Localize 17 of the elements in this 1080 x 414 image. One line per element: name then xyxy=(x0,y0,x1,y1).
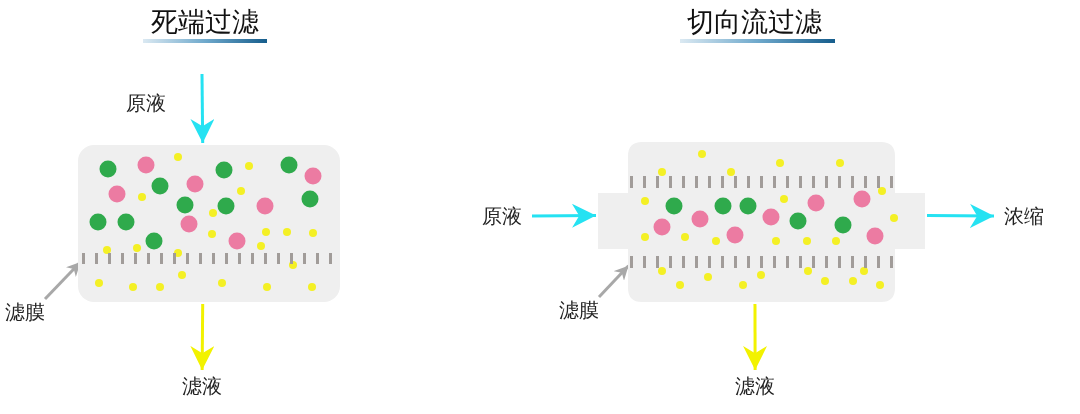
text-label: 滤液 xyxy=(730,373,780,399)
text-label: 滤液 xyxy=(177,373,227,399)
filter-vessel xyxy=(78,145,340,302)
text-label: 滤膜 xyxy=(554,297,604,323)
flow-arrow xyxy=(190,74,215,143)
text-label: 原液 xyxy=(476,203,528,229)
flow-arrow xyxy=(927,203,994,228)
text-label: 滤膜 xyxy=(0,299,50,325)
flow-arrow xyxy=(190,304,215,370)
flow-arrow xyxy=(532,203,596,228)
filter-vessel xyxy=(598,142,925,302)
flow-arrow xyxy=(743,304,768,370)
leader-arrow xyxy=(597,264,630,299)
text-label: 浓缩 xyxy=(998,203,1050,229)
edge-label: 原液 xyxy=(126,90,166,116)
heading: 死端过滤 xyxy=(151,6,259,38)
heading: 切向流过滤 xyxy=(686,6,822,38)
